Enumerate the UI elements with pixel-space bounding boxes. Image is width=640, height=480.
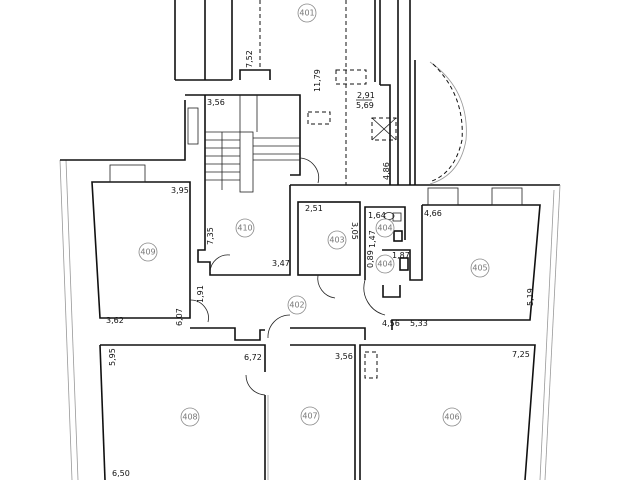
bay-window — [429, 61, 467, 185]
room-409-label: 409 — [138, 242, 158, 262]
room-401-label: 401 — [297, 3, 317, 23]
door-402 — [267, 314, 291, 339]
room-410-label: 410 — [235, 218, 255, 238]
svg-text:3,62: 3,62 — [106, 316, 124, 325]
svg-text:401: 401 — [299, 9, 314, 18]
svg-text:1,64: 1,64 — [368, 211, 386, 220]
room-404-walls — [363, 205, 423, 316]
radiator — [491, 187, 523, 206]
svg-text:5,69: 5,69 — [356, 101, 374, 110]
room-408-label: 408 — [180, 407, 200, 427]
svg-text:5,95: 5,95 — [108, 348, 117, 366]
top-wing — [174, 0, 467, 185]
room-406-label: 406 — [442, 407, 462, 427]
corridor-wall-2 — [290, 327, 366, 340]
svg-text:4,56: 4,56 — [382, 319, 400, 328]
svg-text:5,33: 5,33 — [410, 319, 428, 328]
svg-text:3,56: 3,56 — [207, 98, 225, 107]
svg-text:402: 402 — [289, 301, 304, 310]
svg-text:1,91: 1,91 — [196, 285, 205, 303]
svg-text:3,56: 3,56 — [335, 352, 353, 361]
svg-text:405: 405 — [472, 264, 487, 273]
svg-text:1,87: 1,87 — [392, 251, 410, 260]
room-406-walls — [359, 344, 388, 480]
door-408 — [245, 374, 266, 396]
radiator — [109, 164, 146, 183]
svg-text:406: 406 — [444, 413, 459, 422]
svg-text:3,05: 3,05 — [350, 222, 359, 240]
svg-text:3,47: 3,47 — [272, 259, 290, 268]
svg-text:11,79: 11,79 — [313, 69, 322, 92]
room-407-walls — [290, 344, 356, 480]
svg-text:404: 404 — [377, 224, 392, 233]
room-405-walls — [391, 204, 541, 330]
svg-text:404: 404 — [377, 260, 392, 269]
outer-walls — [59, 100, 561, 480]
svg-text:403: 403 — [329, 236, 344, 245]
radiator — [427, 187, 459, 206]
svg-text:408: 408 — [182, 413, 197, 422]
svg-text:2,91: 2,91 — [357, 91, 375, 100]
svg-text:6,72: 6,72 — [244, 353, 262, 362]
room-403-walls — [297, 201, 361, 276]
svg-text:5,19: 5,19 — [526, 288, 535, 306]
staircase — [185, 94, 319, 193]
room-404a-label: 404 — [375, 218, 395, 238]
svg-text:7,25: 7,25 — [512, 350, 530, 359]
svg-text:7,52: 7,52 — [245, 50, 254, 68]
door-410 — [209, 254, 231, 273]
room-404b-label: 404 — [375, 254, 395, 274]
dimension-labels: 7,52 11,79 2,91 5,69 4,86 3,56 3,95 3,62… — [106, 50, 535, 478]
svg-text:7,35: 7,35 — [206, 227, 215, 245]
vent-shaft — [364, 351, 378, 379]
svg-text:2,51: 2,51 — [305, 204, 323, 213]
svg-text:407: 407 — [302, 412, 317, 421]
room-405-label: 405 — [470, 258, 490, 278]
dimension-408-bottom: 6,50 — [112, 469, 130, 478]
door-403 — [317, 274, 336, 299]
corridor-wall — [190, 327, 265, 341]
room-409-walls — [91, 181, 191, 319]
svg-text:0,89: 0,89 — [366, 250, 375, 268]
svg-text:4,86: 4,86 — [382, 162, 391, 180]
room-407-label: 407 — [300, 406, 320, 426]
room-403-label: 403 — [327, 230, 347, 250]
svg-text:4,66: 4,66 — [424, 209, 442, 218]
door-409 — [189, 299, 209, 323]
room-labels: 401 402 403 404 404 405 406 407 408 409 … — [138, 3, 490, 427]
svg-text:410: 410 — [237, 224, 252, 233]
room-410-walls — [197, 185, 291, 276]
svg-text:409: 409 — [140, 248, 155, 257]
room-402-label: 402 — [287, 295, 307, 315]
svg-text:3,95: 3,95 — [171, 186, 189, 195]
svg-text:1,47: 1,47 — [368, 230, 377, 248]
room-408-walls — [100, 344, 266, 372]
svg-text:6,07: 6,07 — [175, 308, 184, 326]
